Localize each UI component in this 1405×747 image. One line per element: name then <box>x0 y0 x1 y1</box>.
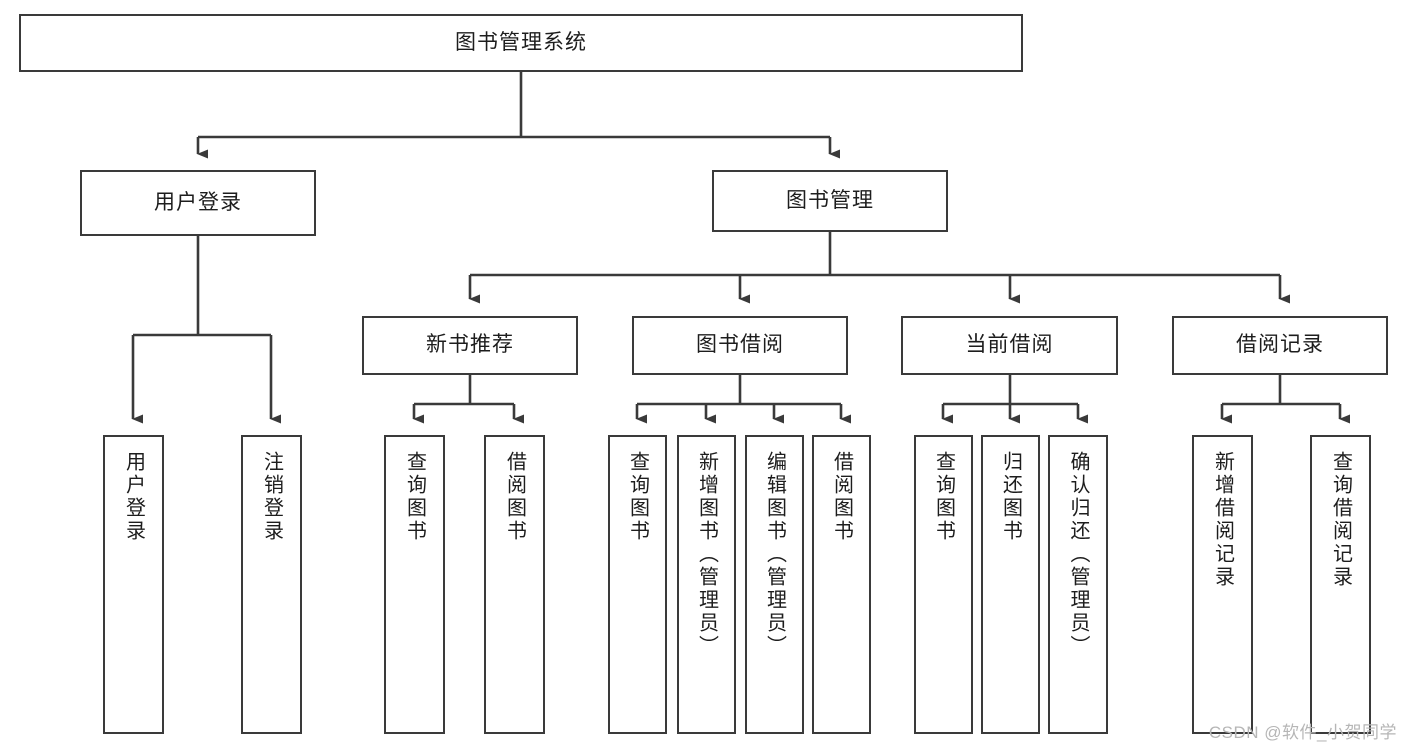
node-new-book-recommendation[interactable]: 新书推荐 <box>362 316 578 375</box>
node-leaf-borrow-book-recommend[interactable]: 借阅图书 <box>484 435 545 734</box>
node-leaf-user-login[interactable]: 用户登录 <box>103 435 164 734</box>
csdn-watermark: CSDN @软件_小贺同学 <box>1208 723 1397 742</box>
node-leaf-query-book-borrow-label: 查询图书 <box>626 451 649 543</box>
node-leaf-query-book-borrow[interactable]: 查询图书 <box>608 435 667 734</box>
node-leaf-add-borrow-record-label: 新增借阅记录 <box>1211 451 1234 589</box>
node-leaf-user-login-label: 用户登录 <box>122 451 145 543</box>
node-leaf-add-book[interactable]: 新增图书（管理员） <box>677 435 736 734</box>
node-leaf-edit-book-label: 编辑图书（管理员） <box>763 451 786 658</box>
node-book-borrow-label: 图书借阅 <box>696 333 784 357</box>
node-book-manage[interactable]: 图书管理 <box>712 170 948 232</box>
node-leaf-borrow-book-label: 借阅图书 <box>830 451 853 543</box>
node-leaf-query-book-current-label: 查询图书 <box>932 451 955 543</box>
node-leaf-logout[interactable]: 注销登录 <box>241 435 302 734</box>
node-leaf-borrow-book[interactable]: 借阅图书 <box>812 435 871 734</box>
node-book-borrow[interactable]: 图书借阅 <box>632 316 848 375</box>
node-root-label: 图书管理系统 <box>455 30 587 54</box>
node-leaf-logout-label: 注销登录 <box>260 451 283 543</box>
node-leaf-edit-book[interactable]: 编辑图书（管理员） <box>745 435 804 734</box>
node-borrow-record[interactable]: 借阅记录 <box>1172 316 1388 375</box>
node-leaf-confirm-return[interactable]: 确认归还（管理员） <box>1048 435 1108 734</box>
node-leaf-return-book-label: 归还图书 <box>999 451 1022 543</box>
node-borrow-record-label: 借阅记录 <box>1236 333 1324 357</box>
node-leaf-query-book-recommend-label: 查询图书 <box>403 451 426 543</box>
node-leaf-query-borrow-record-label: 查询借阅记录 <box>1329 451 1352 589</box>
node-leaf-query-book-recommend[interactable]: 查询图书 <box>384 435 445 734</box>
node-leaf-add-book-label: 新增图书（管理员） <box>695 451 718 658</box>
node-root[interactable]: 图书管理系统 <box>19 14 1023 72</box>
node-leaf-add-borrow-record[interactable]: 新增借阅记录 <box>1192 435 1253 734</box>
node-current-borrow-label: 当前借阅 <box>965 333 1054 357</box>
node-leaf-query-book-current[interactable]: 查询图书 <box>914 435 973 734</box>
node-leaf-return-book[interactable]: 归还图书 <box>981 435 1040 734</box>
node-user-login[interactable]: 用户登录 <box>80 170 316 236</box>
node-current-borrow[interactable]: 当前借阅 <box>901 316 1118 375</box>
node-new-book-recommendation-label: 新书推荐 <box>426 333 514 357</box>
node-leaf-confirm-return-label: 确认归还（管理员） <box>1067 451 1089 658</box>
node-book-manage-label: 图书管理 <box>786 188 874 212</box>
node-leaf-borrow-book-recommend-label: 借阅图书 <box>503 451 526 543</box>
node-leaf-query-borrow-record[interactable]: 查询借阅记录 <box>1310 435 1371 734</box>
node-user-login-label: 用户登录 <box>154 190 242 214</box>
